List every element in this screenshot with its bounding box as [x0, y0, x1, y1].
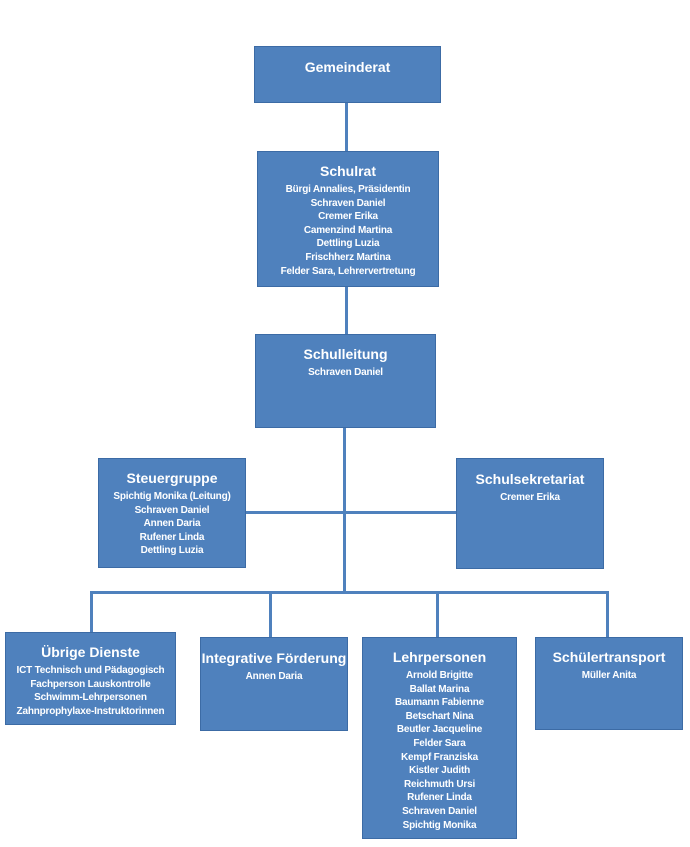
- member-name: Baumann Fabienne: [394, 697, 485, 709]
- member-name: Reichmuth Ursi: [403, 778, 476, 790]
- box-title: Integrative Förderung: [201, 650, 347, 666]
- member-name: Spichtig Monika: [402, 819, 477, 831]
- member-name: Frischherz Martina: [305, 251, 391, 263]
- box-schulleitung: Schulleitung Schraven Daniel: [255, 334, 436, 428]
- member-name: Schraven Daniel: [134, 504, 210, 516]
- member-name: Cremer Erika: [318, 211, 378, 223]
- member-name: Arnold Brigitte: [406, 670, 473, 681]
- member-name: ICT Technisch und Pädagogisch: [16, 665, 165, 676]
- box-title: Steuergruppe: [126, 470, 218, 486]
- member-name: Schraven Daniel: [402, 805, 477, 817]
- box-steuergruppe: Steuergruppe Spichtig Monika (Leitung) Sc…: [98, 458, 246, 568]
- connector-drop-lehrpersonen: [436, 591, 439, 637]
- box-uebrige-dienste: Übrige Dienste ICT Technisch und Pädagog…: [5, 632, 176, 725]
- box-title: Schulrat: [319, 163, 376, 179]
- member-list: Annen Daria: [201, 670, 347, 684]
- member-name: Spichtig Monika (Leitung): [113, 491, 231, 502]
- member-name: Bürgi Annalies, Präsidentin: [285, 184, 411, 195]
- member-name: Dettling Luzia: [140, 545, 204, 557]
- box-title: Schülertransport: [552, 649, 666, 665]
- box-title: Schulleitung: [303, 346, 388, 362]
- member-name: Zahnprophylaxe-Instruktorinnen: [16, 705, 165, 717]
- member-name: Ballat Marina: [409, 683, 470, 695]
- box-integrative-foerderung: Integrative Förderung Annen Daria: [200, 637, 348, 731]
- box-title: Übrige Dienste: [41, 644, 140, 660]
- member-list: Cremer Erika: [457, 491, 603, 505]
- box-title: Schulsekretariat: [475, 471, 585, 487]
- member-list: Müller Anita: [536, 669, 682, 683]
- box-title: Lehrpersonen: [392, 649, 487, 665]
- member-name: Müller Anita: [581, 670, 637, 681]
- member-name: Dettling Luzia: [316, 238, 380, 250]
- member-list: Spichtig Monika (Leitung) Schraven Daniel…: [99, 490, 245, 558]
- box-schulsekretariat: Schulsekretariat Cremer Erika: [456, 458, 604, 569]
- member-name: Kempf Franziska: [400, 751, 479, 763]
- member-name: Rufener Linda: [407, 792, 472, 804]
- box-schuelertransport: Schülertransport Müller Anita: [535, 637, 683, 730]
- connector-gemeinderat-schulrat: [345, 103, 348, 151]
- connector-staff-horizontal: [245, 511, 456, 514]
- connector-drop-uebrige-dienste: [90, 591, 93, 632]
- connector-schulrat-schulleitung: [345, 287, 348, 334]
- box-title: Gemeinderat: [304, 59, 391, 75]
- connector-bottom-horizontal: [90, 591, 609, 594]
- box-gemeinderat: Gemeinderat: [254, 46, 441, 103]
- member-name: Fachperson Lauskontrolle: [30, 678, 151, 690]
- connector-drop-integrative-foerderung: [269, 591, 272, 637]
- member-name: Annen Daria: [245, 671, 303, 682]
- member-name: Betschart Nina: [405, 710, 474, 722]
- member-name: Felder Sara: [413, 737, 466, 749]
- member-list: Schraven Daniel: [256, 366, 435, 380]
- connector-schulleitung-trunk: [343, 428, 346, 593]
- member-name: Schraven Daniel: [308, 367, 383, 378]
- member-name: Rufener Linda: [139, 531, 205, 543]
- member-name: Schraven Daniel: [310, 197, 386, 209]
- connector-drop-schuelertransport: [606, 591, 609, 637]
- member-name: Annen Daria: [143, 518, 201, 530]
- member-name: Camenzind Martina: [303, 224, 393, 236]
- member-name: Kistler Judith: [408, 765, 471, 777]
- member-name: Felder Sara, Lehrervertretung: [280, 265, 416, 277]
- member-name: Beutler Jacqueline: [396, 724, 483, 736]
- member-name: Cremer Erika: [500, 492, 560, 503]
- member-name: Schwimm-Lehrpersonen: [34, 692, 147, 704]
